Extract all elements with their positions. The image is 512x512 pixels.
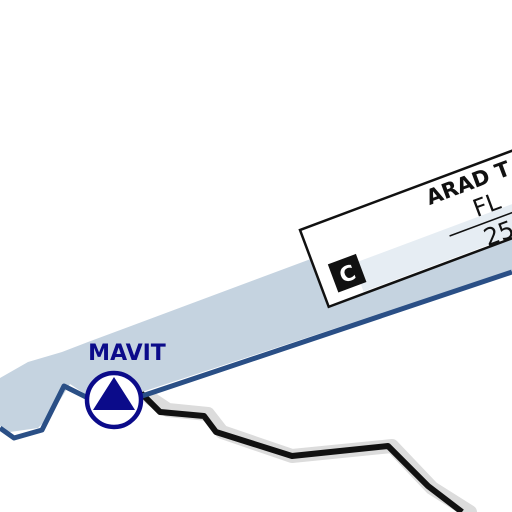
level-divider: [449, 185, 512, 237]
route-line: [137, 389, 464, 512]
waypoint-mavit[interactable]: MAVIT: [84, 341, 166, 430]
label-box-shade: [353, 179, 512, 292]
airspace-class-badge: [327, 253, 367, 293]
triangle-in-circle-waypoint-icon: [93, 377, 135, 410]
airway-label-box: C ARAD T FL 250: [298, 130, 512, 309]
waypoint-name: MAVIT: [88, 341, 166, 366]
